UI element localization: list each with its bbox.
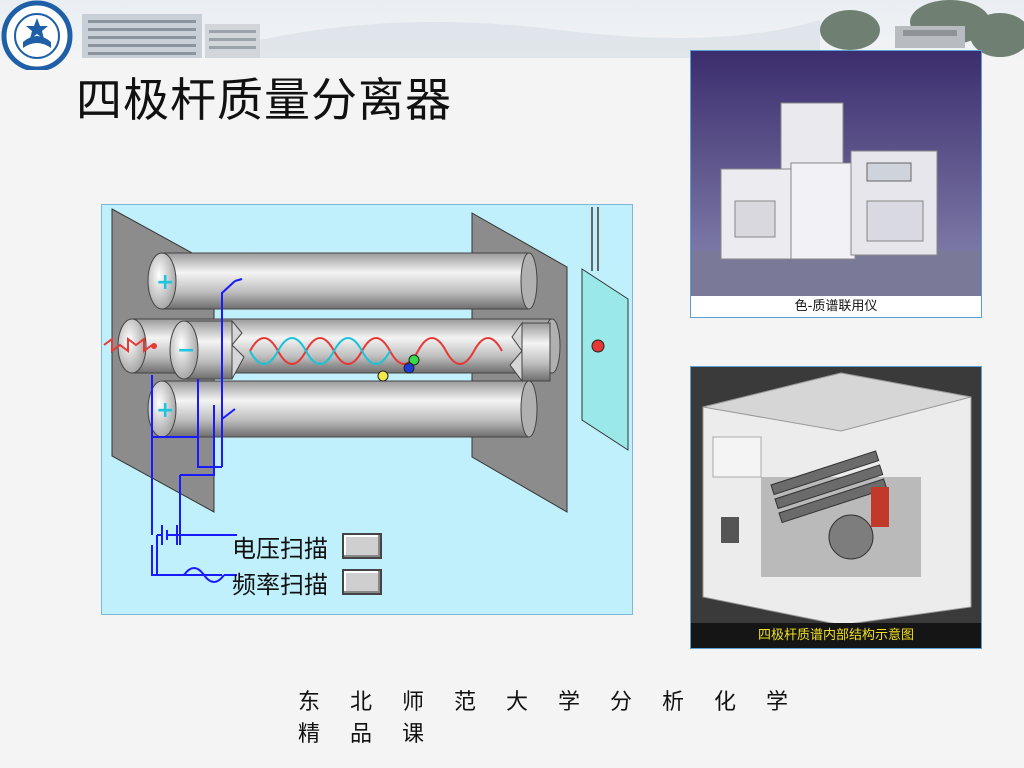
frequency-scan-label: 频率扫描 bbox=[232, 571, 328, 599]
header-banner bbox=[0, 0, 1024, 70]
quadrupole-internal-image bbox=[691, 367, 981, 626]
instrument-body bbox=[720, 102, 938, 260]
detector-spot bbox=[591, 339, 605, 353]
gcms-photo: 色-质谱联用仪 bbox=[690, 50, 982, 318]
footer-line-2: 精品课 bbox=[298, 722, 425, 747]
ion-green bbox=[408, 354, 420, 366]
circuit-wiring bbox=[151, 278, 243, 583]
footer-line-1: 东北师范大学分析化学 bbox=[298, 690, 789, 715]
rod-top bbox=[147, 252, 538, 310]
ion-blue bbox=[403, 362, 415, 374]
gcms-instrument-image bbox=[691, 51, 981, 298]
minus-sign: − bbox=[177, 338, 195, 363]
internal-rods bbox=[770, 450, 888, 524]
ion-yellow bbox=[377, 370, 389, 382]
tree-illustration-right bbox=[820, 0, 1024, 57]
plus-sign-bottom: + bbox=[156, 398, 174, 423]
voltage-scan-label: 电压扫描 bbox=[232, 535, 328, 563]
university-logo bbox=[1, 0, 73, 70]
campus-banner-image bbox=[0, 0, 1024, 70]
page-title: 四极杆质量分离器 bbox=[76, 73, 452, 127]
quadrupole-diagram: + + − bbox=[101, 204, 633, 615]
internal-structure-photo: 四极杆质谱内部结构示意图 bbox=[690, 366, 982, 649]
frequency-scan-button[interactable] bbox=[342, 569, 382, 595]
ion-path-red bbox=[249, 337, 503, 365]
rod-front bbox=[169, 319, 551, 383]
building-illustration-left bbox=[82, 14, 260, 60]
ion-path-cyan bbox=[249, 337, 391, 365]
gcms-caption: 色-质谱联用仪 bbox=[691, 296, 981, 317]
ion-source bbox=[103, 337, 157, 353]
plus-sign-top: + bbox=[156, 270, 174, 295]
internal-caption: 四极杆质谱内部结构示意图 bbox=[691, 623, 981, 648]
rod-bottom bbox=[147, 380, 538, 438]
quadrupole-schematic: + + − bbox=[103, 207, 629, 583]
detector-plate bbox=[581, 268, 629, 451]
voltage-scan-button[interactable] bbox=[342, 533, 382, 559]
footer-course-name: 东北师范大学分析化学 精品课 bbox=[298, 687, 818, 751]
